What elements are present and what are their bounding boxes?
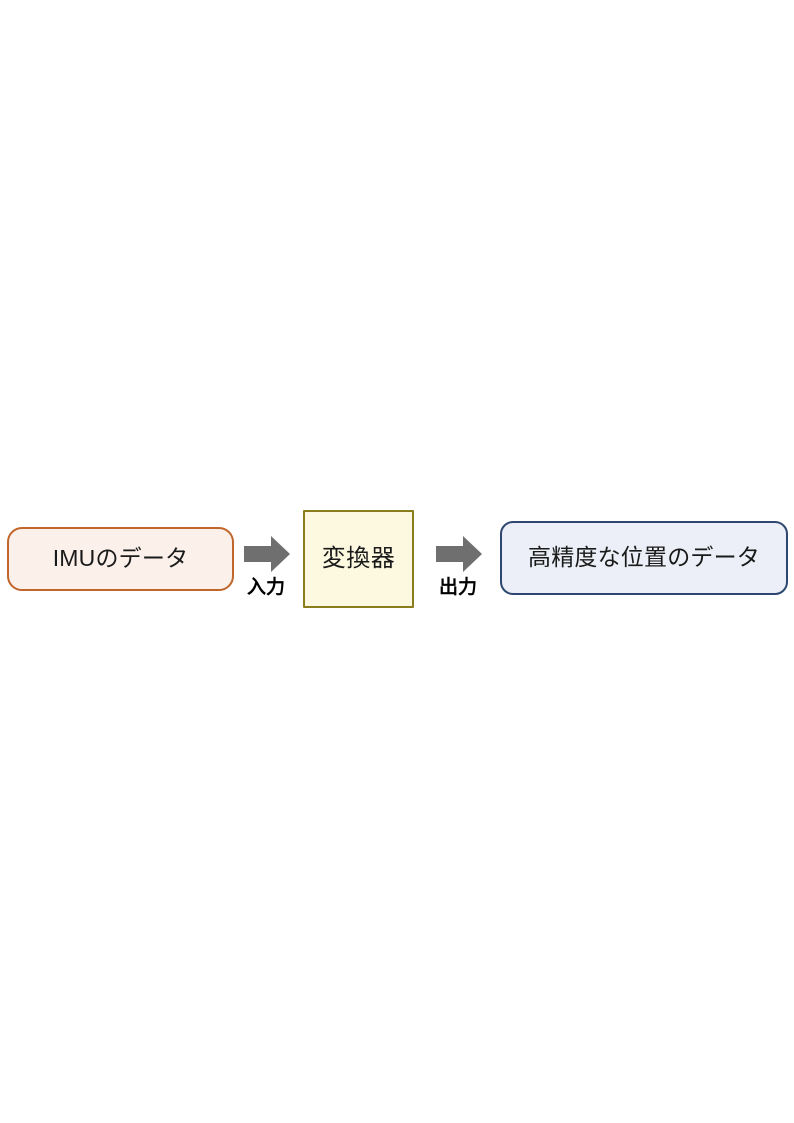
arrow-input-group: 入力 xyxy=(237,536,295,606)
node-position-data: 高精度な位置のデータ xyxy=(500,521,788,595)
node-imu-data: IMUのデータ xyxy=(7,527,234,591)
arrow-input-label: 入力 xyxy=(246,577,285,598)
node-position-data-label: 高精度な位置のデータ xyxy=(528,544,760,571)
arrow-right-icon xyxy=(244,536,290,572)
node-imu-data-label: IMUのデータ xyxy=(52,545,189,572)
node-converter-label: 変換器 xyxy=(321,544,396,572)
arrow-output-label: 出力 xyxy=(438,577,477,598)
arrow-output-group: 出力 xyxy=(429,536,487,606)
arrow-right-icon xyxy=(436,536,482,572)
node-converter: 変換器 xyxy=(303,510,414,608)
